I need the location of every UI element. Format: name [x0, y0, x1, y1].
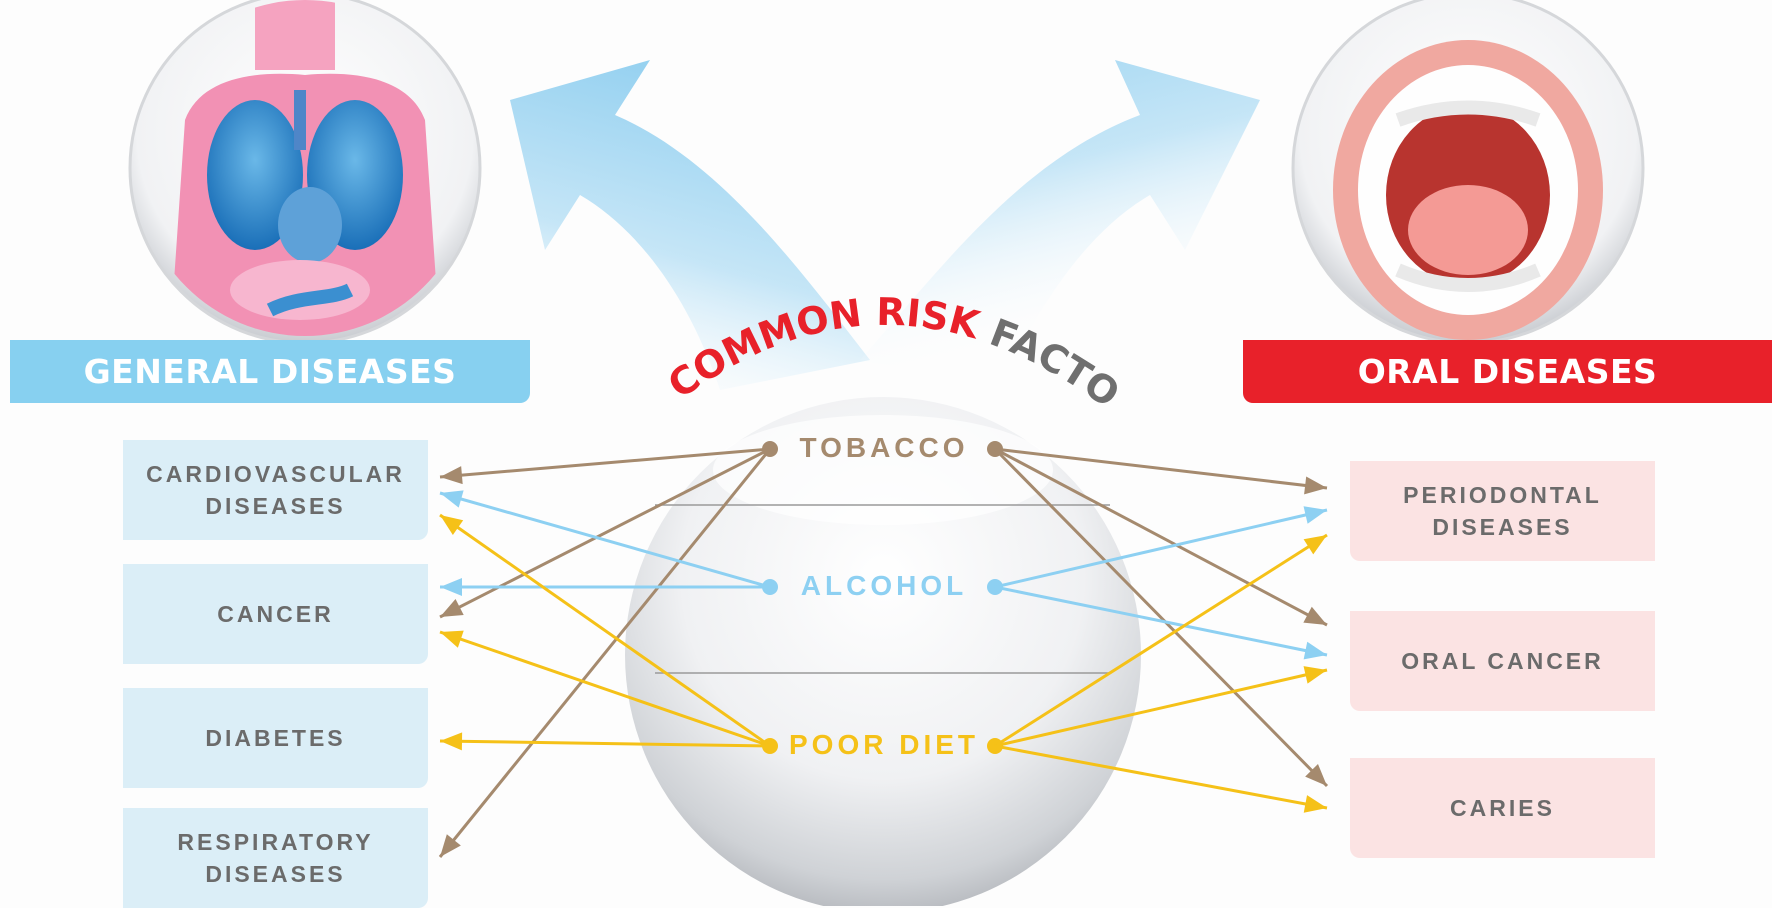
general-link-arrow: [439, 739, 771, 748]
oral-link-arrow-head: [1303, 666, 1327, 684]
general-link-arrow: [438, 448, 772, 858]
general-disease-box: CANCER: [123, 564, 428, 664]
oral-link-arrow-head: [1303, 506, 1327, 524]
oral-link-arrow: [994, 744, 1328, 810]
oral-link-arrow-head: [1303, 606, 1327, 625]
oral-disease-box: CARIES: [1350, 758, 1655, 858]
human-torso-organs-icon: [128, 0, 482, 345]
general-link-arrow-head: [440, 630, 464, 648]
oral-link-arrow: [994, 668, 1328, 748]
right-curved-arrow-icon: [860, 60, 1260, 390]
oral-link-arrow-head: [1304, 476, 1327, 495]
oral-link-arrow-head: [1303, 795, 1327, 813]
central-sphere: [625, 397, 1141, 906]
general-diseases-header-label: GENERAL DISEASES: [83, 352, 457, 391]
general-link-arrow: [439, 447, 771, 479]
general-diseases-header: GENERAL DISEASES: [10, 340, 530, 403]
oral-link-arrow: [993, 447, 1329, 788]
oral-link-arrow: [994, 585, 1328, 657]
oral-diseases-header: ORAL DISEASES: [1243, 340, 1772, 403]
general-link-arrow-head: [440, 598, 464, 617]
general-disease-box: RESPIRATORY DISEASES: [123, 808, 428, 908]
factor-tobacco: TOBACCO: [799, 432, 969, 463]
oral-diseases-header-label: ORAL DISEASES: [1357, 352, 1658, 391]
open-mouth-teeth-icon: [1291, 0, 1645, 345]
general-link-arrow: [439, 491, 771, 589]
general-link-arrow: [439, 447, 771, 619]
connection-arrows: [438, 441, 1329, 858]
oral-link-arrow-head: [1303, 641, 1327, 660]
factor-alcohol: ALCOHOL: [800, 570, 968, 601]
general-link-arrow: [439, 630, 771, 748]
oral-link-arrow: [994, 447, 1328, 490]
oral-disease-box: PERIODONTAL DISEASES: [1350, 461, 1655, 561]
general-link-arrow-head: [440, 515, 464, 535]
general-link-arrow-head: [440, 578, 462, 596]
oral-link-arrow-head: [1303, 535, 1327, 555]
general-link-arrow-head: [440, 466, 463, 485]
general-link-arrow-head: [440, 490, 464, 508]
general-link-arrow: [439, 513, 771, 748]
factor-poor-diet: POOR DIET: [788, 729, 979, 760]
oral-disease-box: ORAL CANCER: [1350, 611, 1655, 711]
general-link-arrow-head: [440, 834, 461, 857]
oral-link-arrow: [994, 533, 1328, 748]
oral-link-arrow-head: [1305, 764, 1327, 786]
general-link-arrow-head: [440, 732, 463, 751]
general-disease-box: CARDIOVASCULAR DISEASES: [123, 440, 428, 540]
oral-link-arrow: [994, 447, 1328, 627]
left-curved-arrow-icon: [510, 60, 870, 390]
oral-link-arrow: [994, 508, 1328, 589]
general-disease-box: DIABETES: [123, 688, 428, 788]
